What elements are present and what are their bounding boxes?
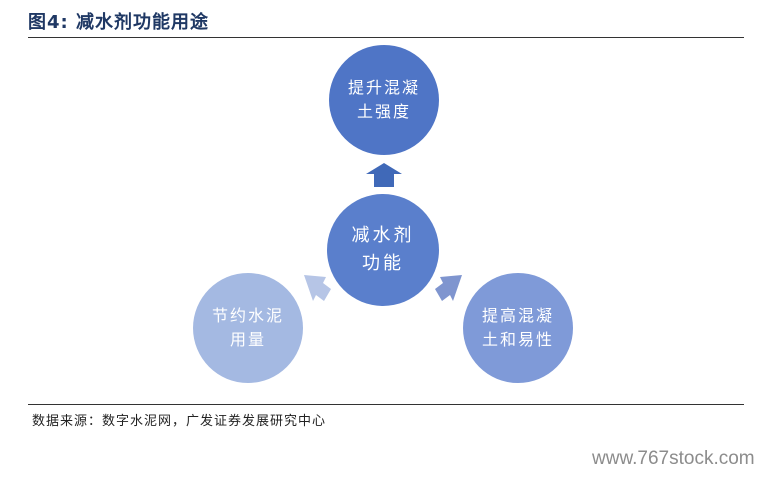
- node-improve-strength: 提升混凝 土强度: [329, 45, 439, 155]
- node-improve-workability-line1: 提高混凝: [481, 306, 554, 325]
- node-water-reducer-line1: 减水剂: [351, 225, 415, 246]
- node-save-cement: 节约水泥 用量: [193, 273, 303, 383]
- node-save-cement-line1: 节约水泥: [211, 306, 284, 325]
- node-improve-workability-line2: 土和易性: [481, 330, 554, 349]
- bottom-divider: [28, 404, 744, 405]
- node-improve-strength-line1: 提升混凝: [347, 78, 420, 97]
- figure-title: 图4: 减水剂功能用途: [28, 12, 209, 33]
- watermark: www.767stock.com: [592, 448, 755, 469]
- node-water-reducer-function: 减水剂 功能: [327, 194, 439, 306]
- node-water-reducer-line2: 功能: [362, 253, 404, 274]
- node-improve-strength-line2: 土强度: [356, 102, 411, 121]
- source-note: 数据来源：数字水泥网，广发证券发展研究中心: [32, 414, 327, 429]
- top-divider: [28, 37, 744, 38]
- arrow-up-icon: [366, 163, 402, 187]
- node-save-cement-line2: 用量: [229, 330, 266, 349]
- arrow-right-icon: [435, 275, 462, 301]
- node-improve-workability: 提高混凝 土和易性: [463, 273, 573, 383]
- arrow-left-icon: [304, 275, 331, 301]
